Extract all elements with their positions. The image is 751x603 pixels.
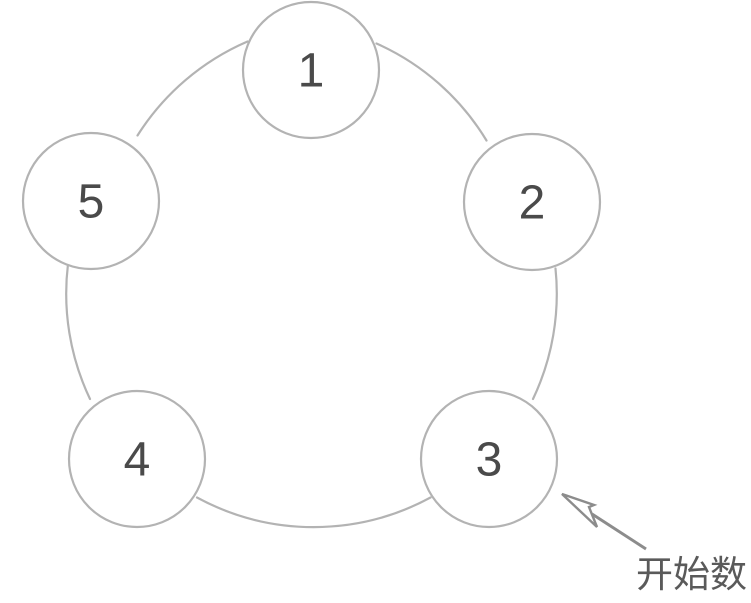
node-3[interactable]: 3: [419, 389, 559, 529]
node-1[interactable]: 1: [241, 0, 381, 140]
arc-node5-node1: [136, 40, 249, 137]
pointer-arrowhead: [561, 492, 599, 528]
arc-node4-node5: [65, 262, 92, 401]
node-2-circle[interactable]: [462, 132, 602, 272]
node-4-label: 4: [124, 434, 151, 487]
node-1-circle[interactable]: [241, 0, 381, 140]
node-5-circle[interactable]: [21, 131, 161, 271]
ring-arc-group: [65, 40, 558, 529]
node-4[interactable]: 4: [67, 389, 207, 529]
node-3-circle[interactable]: [419, 389, 559, 529]
start-annotation-label: 开始数: [636, 553, 747, 596]
arc-node1-node2: [375, 42, 488, 142]
pointer-shaft: [591, 512, 647, 551]
node-3-label: 3: [476, 434, 503, 487]
node-5-label: 5: [78, 176, 105, 229]
node-1-label: 1: [298, 45, 325, 98]
node-group: 1 2 3 4 5: [21, 0, 602, 529]
arc-node3-node4: [195, 496, 432, 529]
node-2-label: 2: [519, 177, 546, 230]
node-5[interactable]: 5: [21, 131, 161, 271]
node-4-circle[interactable]: [67, 389, 207, 529]
start-pointer-arrow-icon: [561, 492, 647, 551]
node-2[interactable]: 2: [462, 132, 602, 272]
arc-node2-node3: [531, 267, 558, 401]
